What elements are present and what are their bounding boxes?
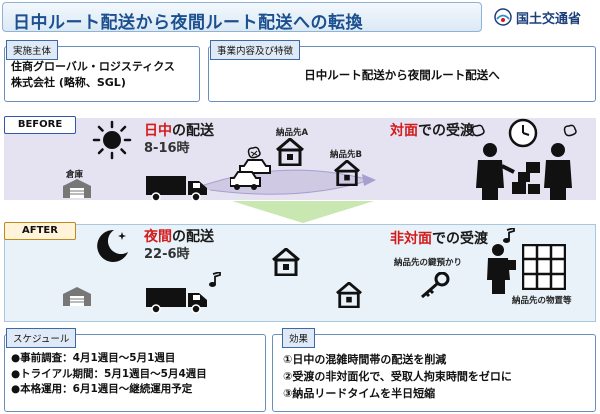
after-phrase-rest: の配送 xyxy=(172,229,214,245)
after-delivery-phrase: 夜間の配送 xyxy=(144,226,214,246)
implementer-label: 実施主体 xyxy=(6,40,59,60)
before-delivery-phrase: 日中の配送 xyxy=(144,120,214,140)
transition-arrow-icon xyxy=(232,201,374,223)
before-phrase-highlight: 日中 xyxy=(144,123,172,139)
stress-scribble-icon-3 xyxy=(563,124,577,137)
business-text: 日中ルート配送から夜間ルート配送へ xyxy=(304,68,500,82)
implementer-line2: 株式会社 (略称、SGL) xyxy=(11,76,126,89)
moon-icon xyxy=(97,229,128,262)
after-phrase-highlight: 夜間 xyxy=(144,229,172,245)
effect-item: ③納品リードタイムを半日短縮 xyxy=(283,387,436,400)
before-handover-phrase: 対面での受渡 xyxy=(390,120,474,140)
ministry-name: 国土交通省 xyxy=(516,12,582,27)
dest-b-house-icon xyxy=(334,160,360,186)
face-to-face-people-icon xyxy=(476,143,572,200)
before-hours: 8-16時 xyxy=(144,141,190,156)
before-phrase-rest: の配送 xyxy=(172,123,214,139)
storage-label: 納品先の物置等 xyxy=(512,296,572,306)
storage-shelf-icon xyxy=(522,244,566,290)
schedule-item: ●本格運用：6月1週目～継続運用予定 xyxy=(11,383,193,395)
schedule-item: ●事前調査：4月1週目～5月1週目 xyxy=(11,352,176,364)
implementer-name: 住商グローバル・ロジスティクス 株式会社 (略称、SGL) xyxy=(11,59,175,91)
before-handover-rest: での受渡 xyxy=(418,123,474,139)
schedule-panel: ●事前調査：4月1週目～5月1週目 ●トライアル期間：5月1週目～5月4週目 ●… xyxy=(4,334,266,412)
clock-icon xyxy=(508,118,538,148)
effect-item: ①日中の混雑時間帯の配送を削減 xyxy=(283,353,447,366)
after-hours: 22-6時 xyxy=(144,247,190,262)
after-house-a-icon xyxy=(272,248,300,276)
key-icon xyxy=(421,272,450,299)
business-label: 事業内容及び特徴 xyxy=(210,40,301,60)
business-panel: 日中ルート配送から夜間ルート配送へ xyxy=(208,46,596,102)
music-note-icon-2 xyxy=(503,228,515,243)
warehouse-icon xyxy=(63,179,91,198)
dest-b-label: 納品先B xyxy=(330,150,362,160)
courier-person-icon xyxy=(487,244,516,294)
key-label: 納品先の鍵預かり xyxy=(394,258,463,268)
effects-label: 効果 xyxy=(282,328,316,348)
after-truck-icon xyxy=(146,288,207,314)
traffic-cars-icon xyxy=(230,159,271,190)
dest-a-house-icon xyxy=(276,138,304,166)
schedule-list: ●事前調査：4月1週目～5月1週目 ●トライアル期間：5月1週目～5月4週目 ●… xyxy=(11,351,207,398)
after-warehouse-icon xyxy=(63,287,91,306)
title-bar: 日中ルート配送から夜間ルート配送への転換 xyxy=(2,2,482,33)
page-title: 日中ルート配送から夜間ルート配送への転換 xyxy=(13,13,363,33)
music-note-icon xyxy=(209,272,221,287)
dest-a-label: 納品先A xyxy=(276,128,309,138)
schedule-label: スケジュール xyxy=(6,328,77,348)
before-handover-highlight: 対面 xyxy=(390,123,418,139)
stress-scribble-icon xyxy=(247,146,261,159)
after-handover-phrase: 非対面での受渡 xyxy=(390,228,488,248)
effects-panel: ①日中の混雑時間帯の配送を削減 ②受渡の非対面化で、受取人拘束時間をゼロに ③納… xyxy=(272,334,596,412)
effects-list: ①日中の混雑時間帯の配送を削減 ②受渡の非対面化で、受取人拘束時間をゼロに ③納… xyxy=(283,351,512,402)
before-warehouse-label: 倉庫 xyxy=(66,170,84,180)
ministry-emblem-icon xyxy=(494,8,512,26)
after-tag: AFTER xyxy=(4,222,76,240)
implementer-panel: 住商グローバル・ロジスティクス 株式会社 (略称、SGL) xyxy=(4,46,200,102)
implementer-line1: 住商グローバル・ロジスティクス xyxy=(11,60,175,73)
before-truck-icon xyxy=(146,176,207,202)
stress-scribble-icon-2 xyxy=(471,124,485,137)
effect-item: ②受渡の非対面化で、受取人拘束時間をゼロに xyxy=(283,370,512,383)
before-tag: BEFORE xyxy=(4,116,76,134)
after-handover-highlight: 非対面 xyxy=(390,231,432,247)
after-house-b-icon xyxy=(336,282,362,308)
ministry-logo: 国土交通省 xyxy=(494,6,598,28)
after-handover-rest: での受渡 xyxy=(432,231,488,247)
sun-icon xyxy=(92,120,132,160)
schedule-item: ●トライアル期間：5月1週目～5月4週目 xyxy=(11,367,207,380)
